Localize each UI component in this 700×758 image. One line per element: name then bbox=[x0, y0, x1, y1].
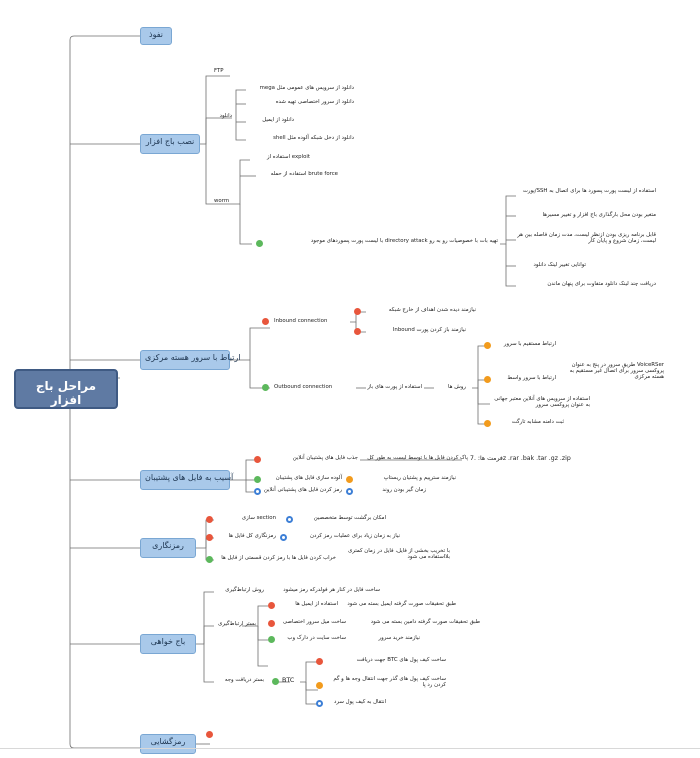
backup-formats: فرمت ها: .7z .rar .bak .tar .gz .zip bbox=[470, 455, 571, 462]
backup-item-1: جذب فایل های پشتیبان آنلاین bbox=[292, 455, 358, 461]
marker-blue bbox=[316, 700, 323, 707]
branch-encryption: رمزنگاری bbox=[140, 538, 196, 558]
marker-red bbox=[354, 308, 361, 315]
encryption-item-2: رمزنگاری کل فایل ها bbox=[228, 533, 276, 539]
marker-green bbox=[256, 240, 263, 247]
marker-red bbox=[254, 456, 261, 463]
inbound-label: Inbound connection bbox=[274, 318, 328, 324]
voice-server-note: VoiceRSer طریق سرور در پنج به عنوان پروک… bbox=[569, 362, 664, 381]
download-item-4: دانلود از دخل شبکه آلوده مثل shell bbox=[273, 135, 354, 141]
marker-red bbox=[206, 516, 213, 523]
marker-green bbox=[206, 556, 213, 563]
marker-blue bbox=[346, 488, 353, 495]
marker-orange bbox=[346, 476, 353, 483]
marker-green bbox=[262, 384, 269, 391]
via-item-4: ثبت دامنه مشابه تارگت bbox=[511, 419, 564, 425]
channel-label: بستر ارتباط‌گیری bbox=[218, 621, 256, 627]
btc-label: BTC bbox=[282, 676, 295, 684]
page-divider bbox=[0, 748, 700, 749]
btc-item-0: ساخت کیف پول های BTC جهت دریافت bbox=[356, 657, 446, 663]
btc-item-2: انتقال به کیف پول سرد bbox=[333, 699, 386, 705]
marker-red bbox=[206, 534, 213, 541]
root-node: مراحل باج افزار bbox=[14, 369, 118, 409]
via-item-3: استفاده از سرویس های آنلاین معتبر جهانی … bbox=[494, 396, 590, 409]
marker-red bbox=[268, 602, 275, 609]
marker-green bbox=[272, 678, 279, 685]
marker-red bbox=[206, 731, 213, 738]
worm-label: worm bbox=[214, 198, 230, 204]
marker-red bbox=[268, 620, 275, 627]
bot-item-3: قابل برنامه ریزی بودن ازنظر لیست، مدت زم… bbox=[517, 232, 656, 245]
outbound-label: Outbound connection bbox=[274, 384, 333, 390]
via-item-2: ارتباط با سرور واسط bbox=[507, 375, 556, 381]
branch-ransom: باج خواهی bbox=[140, 634, 196, 654]
branch-backup-damage: آسیب به فایل های پشتیبان bbox=[140, 470, 233, 490]
channel-item-4: ساخت سایت در دارک وب bbox=[287, 635, 346, 641]
encryption-item-3: نیاز به زمان زیاد برای عملیات رمز کردن bbox=[309, 533, 400, 539]
encryption-item-5: خراب کردن فایل ها با رمز کردن قسمتی از ف… bbox=[221, 555, 336, 561]
bot-item-5: دریافت چند لینک دانلود متفاوت برای پنهان… bbox=[547, 281, 656, 287]
inbound-item-1: نیازمند دیده شدن اهداف از خارج شبکه bbox=[388, 307, 476, 313]
bot-item-1: استفاده از لیست پورت پسورد ها برای اتصال… bbox=[522, 188, 656, 194]
download-item-3: دانلود از ایمیل bbox=[262, 117, 294, 123]
contact-note: ساخت فایل در کنار هر فولدرکه رمز میشود bbox=[283, 587, 380, 593]
via-item-1: ارتباط مستقیم با سرور bbox=[503, 341, 556, 347]
channel-item-5: نیازمند خرید سرور bbox=[378, 635, 420, 641]
download-label: دانلود bbox=[219, 113, 232, 119]
backup-item-4: زمان گیر بودن روند bbox=[382, 487, 426, 493]
branch-connection: ارتباط با سرور هسته مرکزی bbox=[140, 350, 240, 370]
encryption-item-4: با تخریب بخشی از فایل، فایل در زمان کمتر… bbox=[348, 548, 450, 561]
ftp-label: FTP bbox=[214, 68, 224, 74]
marker-green bbox=[268, 636, 275, 643]
directory-attack-label: تهیه بات با خصوصیات رو به رو directory a… bbox=[310, 238, 498, 244]
marker-red bbox=[354, 328, 361, 335]
channel-item-1: طبق تحقیقات صورت گرفته ایمیل بسته می شود bbox=[347, 601, 456, 607]
marker-blue bbox=[280, 534, 287, 541]
btc-item-1: ساخت کیف پول های گذر جهت انتقال وجه ها و… bbox=[333, 676, 446, 689]
bot-item-4: توانایی تغییر لینک دانلود bbox=[533, 262, 586, 268]
marker-blue bbox=[286, 516, 293, 523]
channel-item-0: استفاده از ایمیل ها bbox=[295, 601, 338, 607]
marker-orange bbox=[316, 682, 323, 689]
marker-orange bbox=[484, 420, 491, 427]
backup-item-5: رمز کردن فایل های پشتیبانی آنلاین bbox=[263, 487, 342, 493]
marker-blue bbox=[254, 488, 261, 495]
inbound-item-2: نیازمند باز کردن پورت Inbound bbox=[392, 327, 466, 333]
marker-red bbox=[316, 658, 323, 665]
exploit-label: exploit استفاده از bbox=[266, 154, 310, 160]
outbound-ports-label: استفاده از پورت های باز bbox=[367, 384, 422, 390]
backup-item-3: نیازمند سترپیم و پشتیان ریستاپ bbox=[383, 475, 456, 481]
download-item-2: دانلود از سرور اختصاصی تهیه شده bbox=[275, 99, 354, 105]
marker-red bbox=[262, 318, 269, 325]
encryption-item-1: امکان برگشت توسط متخصصین bbox=[313, 515, 386, 521]
backup-item-2: آلوده سازی فایل های پشتیبان bbox=[275, 475, 342, 481]
brute-force-label: brute force استفاده از حمله bbox=[270, 171, 338, 177]
backup-item-0: پاک کردن فایل ها با توسط لیست به طور کل bbox=[367, 455, 468, 461]
marker-orange bbox=[484, 376, 491, 383]
channel-item-3: طبق تحقیقات صورت گرفته دامین بسته می شود bbox=[370, 619, 480, 625]
marker-green bbox=[254, 476, 261, 483]
channel-item-2: ساخت میل سرور اختصاصی bbox=[282, 619, 346, 625]
encryption-item-0: section سازی bbox=[241, 515, 276, 521]
download-item-1: دانلود از سرویس های عمومی مثل mega bbox=[259, 85, 354, 91]
payment-label: بستر دریافت وجه bbox=[224, 677, 264, 683]
marker-orange bbox=[484, 342, 491, 349]
contact-label: روش ارتباط‌گیری bbox=[225, 587, 264, 593]
branch-decryption: رمزگشایی bbox=[140, 734, 196, 754]
branch-install: نصب باج افزار bbox=[140, 134, 200, 154]
via-label: روش ها bbox=[448, 384, 466, 390]
bot-item-2: متغیر بودن محل بارگذاری باج افزار و تغیی… bbox=[542, 212, 656, 218]
branch-intrusion: نفوذ bbox=[140, 27, 172, 45]
